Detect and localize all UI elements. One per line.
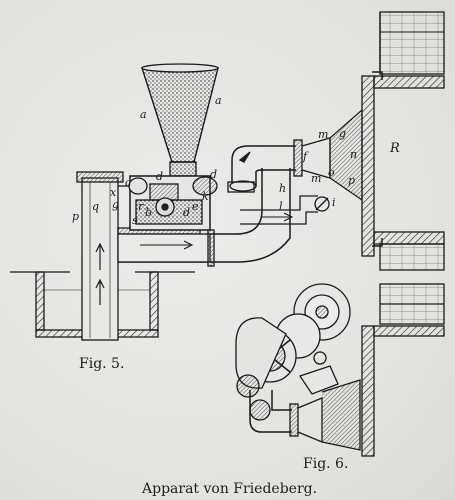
- label-k: k: [202, 190, 209, 203]
- label-f: f: [302, 150, 309, 163]
- label-l: l: [279, 200, 283, 213]
- wall-block-lower: [379, 243, 445, 271]
- fig6-drawing: [235, 283, 445, 457]
- funnel-a: [141, 67, 219, 163]
- chamber-wall-inner: [361, 75, 375, 257]
- flow-arrow-right: [140, 240, 194, 250]
- label-g-right: g: [339, 127, 346, 140]
- label-p-lower: p: [348, 174, 355, 187]
- fig6-wall-inner: [361, 325, 375, 457]
- label-q: q: [92, 200, 99, 213]
- label-b: b: [145, 206, 152, 219]
- label-s: s: [132, 214, 138, 227]
- label-n: n: [350, 148, 357, 161]
- label-m-lower: m: [311, 172, 321, 185]
- fig6-nozzle: [297, 397, 323, 443]
- label-a-right: a: [215, 94, 222, 107]
- label-r: r: [138, 200, 144, 213]
- horizontal-pipe: [117, 233, 211, 263]
- injector-n: [329, 108, 363, 202]
- fig5-caption: Fig. 5.: [79, 356, 125, 372]
- label-c-top: c: [125, 176, 131, 189]
- label-a-left: a: [140, 108, 147, 121]
- fig5-drawing: [10, 11, 445, 341]
- branch-pipe: [240, 195, 318, 211]
- label-p-left: p: [72, 210, 79, 223]
- label-g-left: g: [112, 198, 119, 211]
- label-d-right: d: [210, 168, 217, 181]
- label-o: o: [328, 166, 335, 179]
- flow-arrow-up-2: [95, 278, 105, 305]
- label-x: x: [110, 186, 117, 199]
- pit-wall-left: [35, 271, 45, 331]
- chamber-floor: [373, 231, 445, 245]
- funnel-neck: [169, 161, 197, 177]
- pulley-left: [128, 177, 148, 195]
- pit-wall-right: [149, 271, 159, 331]
- wall-block-top: [379, 11, 445, 75]
- label-d-lower: d: [183, 206, 190, 219]
- pipe-cap: [76, 171, 124, 183]
- flow-arrow-up-1: [95, 242, 105, 270]
- label-e: e: [192, 200, 199, 213]
- figure-title: Apparat von Friedeberg.: [142, 481, 318, 497]
- fig6-pipe-outer: [249, 390, 292, 433]
- chamber-roof: [373, 75, 445, 89]
- part-label-layer: a a b c d d d e f g g h i k l m m n o p …: [72, 94, 400, 227]
- upper-pipe-outer: [231, 145, 296, 182]
- label-i: i: [332, 196, 336, 209]
- label-d-left: d: [156, 170, 163, 183]
- upper-pipe-inner: [255, 169, 296, 186]
- label-m-top: m: [318, 128, 328, 141]
- elbow-pipe-inner: [210, 168, 291, 263]
- label-R: R: [389, 141, 400, 156]
- motor-d: [192, 176, 218, 196]
- label-h: h: [279, 182, 286, 195]
- fig6-caption: Fig. 6.: [303, 456, 349, 472]
- left-housing: [235, 317, 287, 389]
